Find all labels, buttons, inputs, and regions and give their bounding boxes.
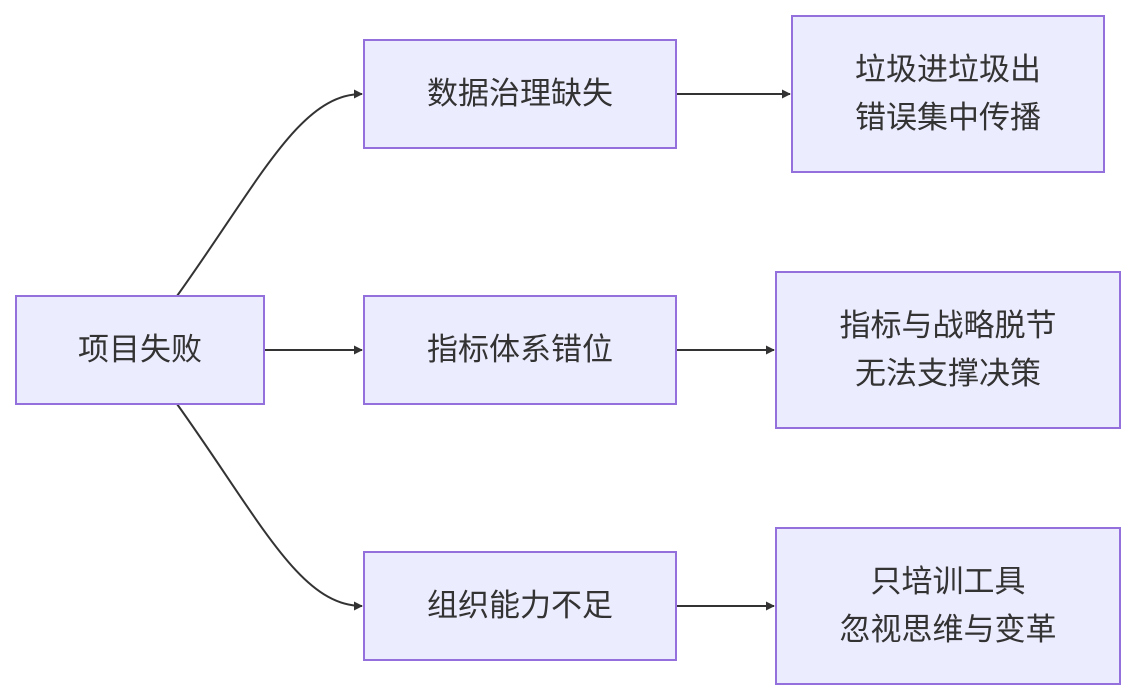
node-cause-data-line-1: 数据治理缺失 bbox=[427, 76, 613, 112]
node-effect-data-line-1: 垃圾进垃圾出 bbox=[855, 52, 1041, 88]
node-cause-org[interactable]: 组织能力不足 bbox=[363, 551, 677, 661]
node-effect-data[interactable]: 垃圾进垃圾出 错误集中传播 bbox=[791, 15, 1105, 173]
node-effect-org-line-2: 忽视思维与变革 bbox=[839, 612, 1057, 648]
node-root[interactable]: 项目失败 bbox=[15, 295, 265, 405]
node-cause-data[interactable]: 数据治理缺失 bbox=[363, 39, 677, 149]
edge-root-to-cause-data bbox=[176, 89, 363, 297]
node-cause-org-line-1: 组织能力不足 bbox=[427, 588, 613, 624]
edge-root-to-cause-org bbox=[176, 403, 363, 611]
node-effect-data-line-2: 错误集中传播 bbox=[855, 100, 1041, 136]
node-cause-metrics[interactable]: 指标体系错位 bbox=[363, 295, 677, 405]
node-effect-org[interactable]: 只培训工具 忽视思维与变革 bbox=[775, 527, 1121, 685]
node-effect-metrics-line-1: 指标与战略脱节 bbox=[839, 308, 1057, 344]
node-effect-org-line-1: 只培训工具 bbox=[870, 564, 1026, 600]
node-root-line-1: 项目失败 bbox=[78, 332, 202, 368]
node-effect-metrics[interactable]: 指标与战略脱节 无法支撑决策 bbox=[775, 271, 1121, 429]
node-cause-metrics-line-1: 指标体系错位 bbox=[427, 332, 613, 368]
node-effect-metrics-line-2: 无法支撑决策 bbox=[855, 356, 1041, 392]
